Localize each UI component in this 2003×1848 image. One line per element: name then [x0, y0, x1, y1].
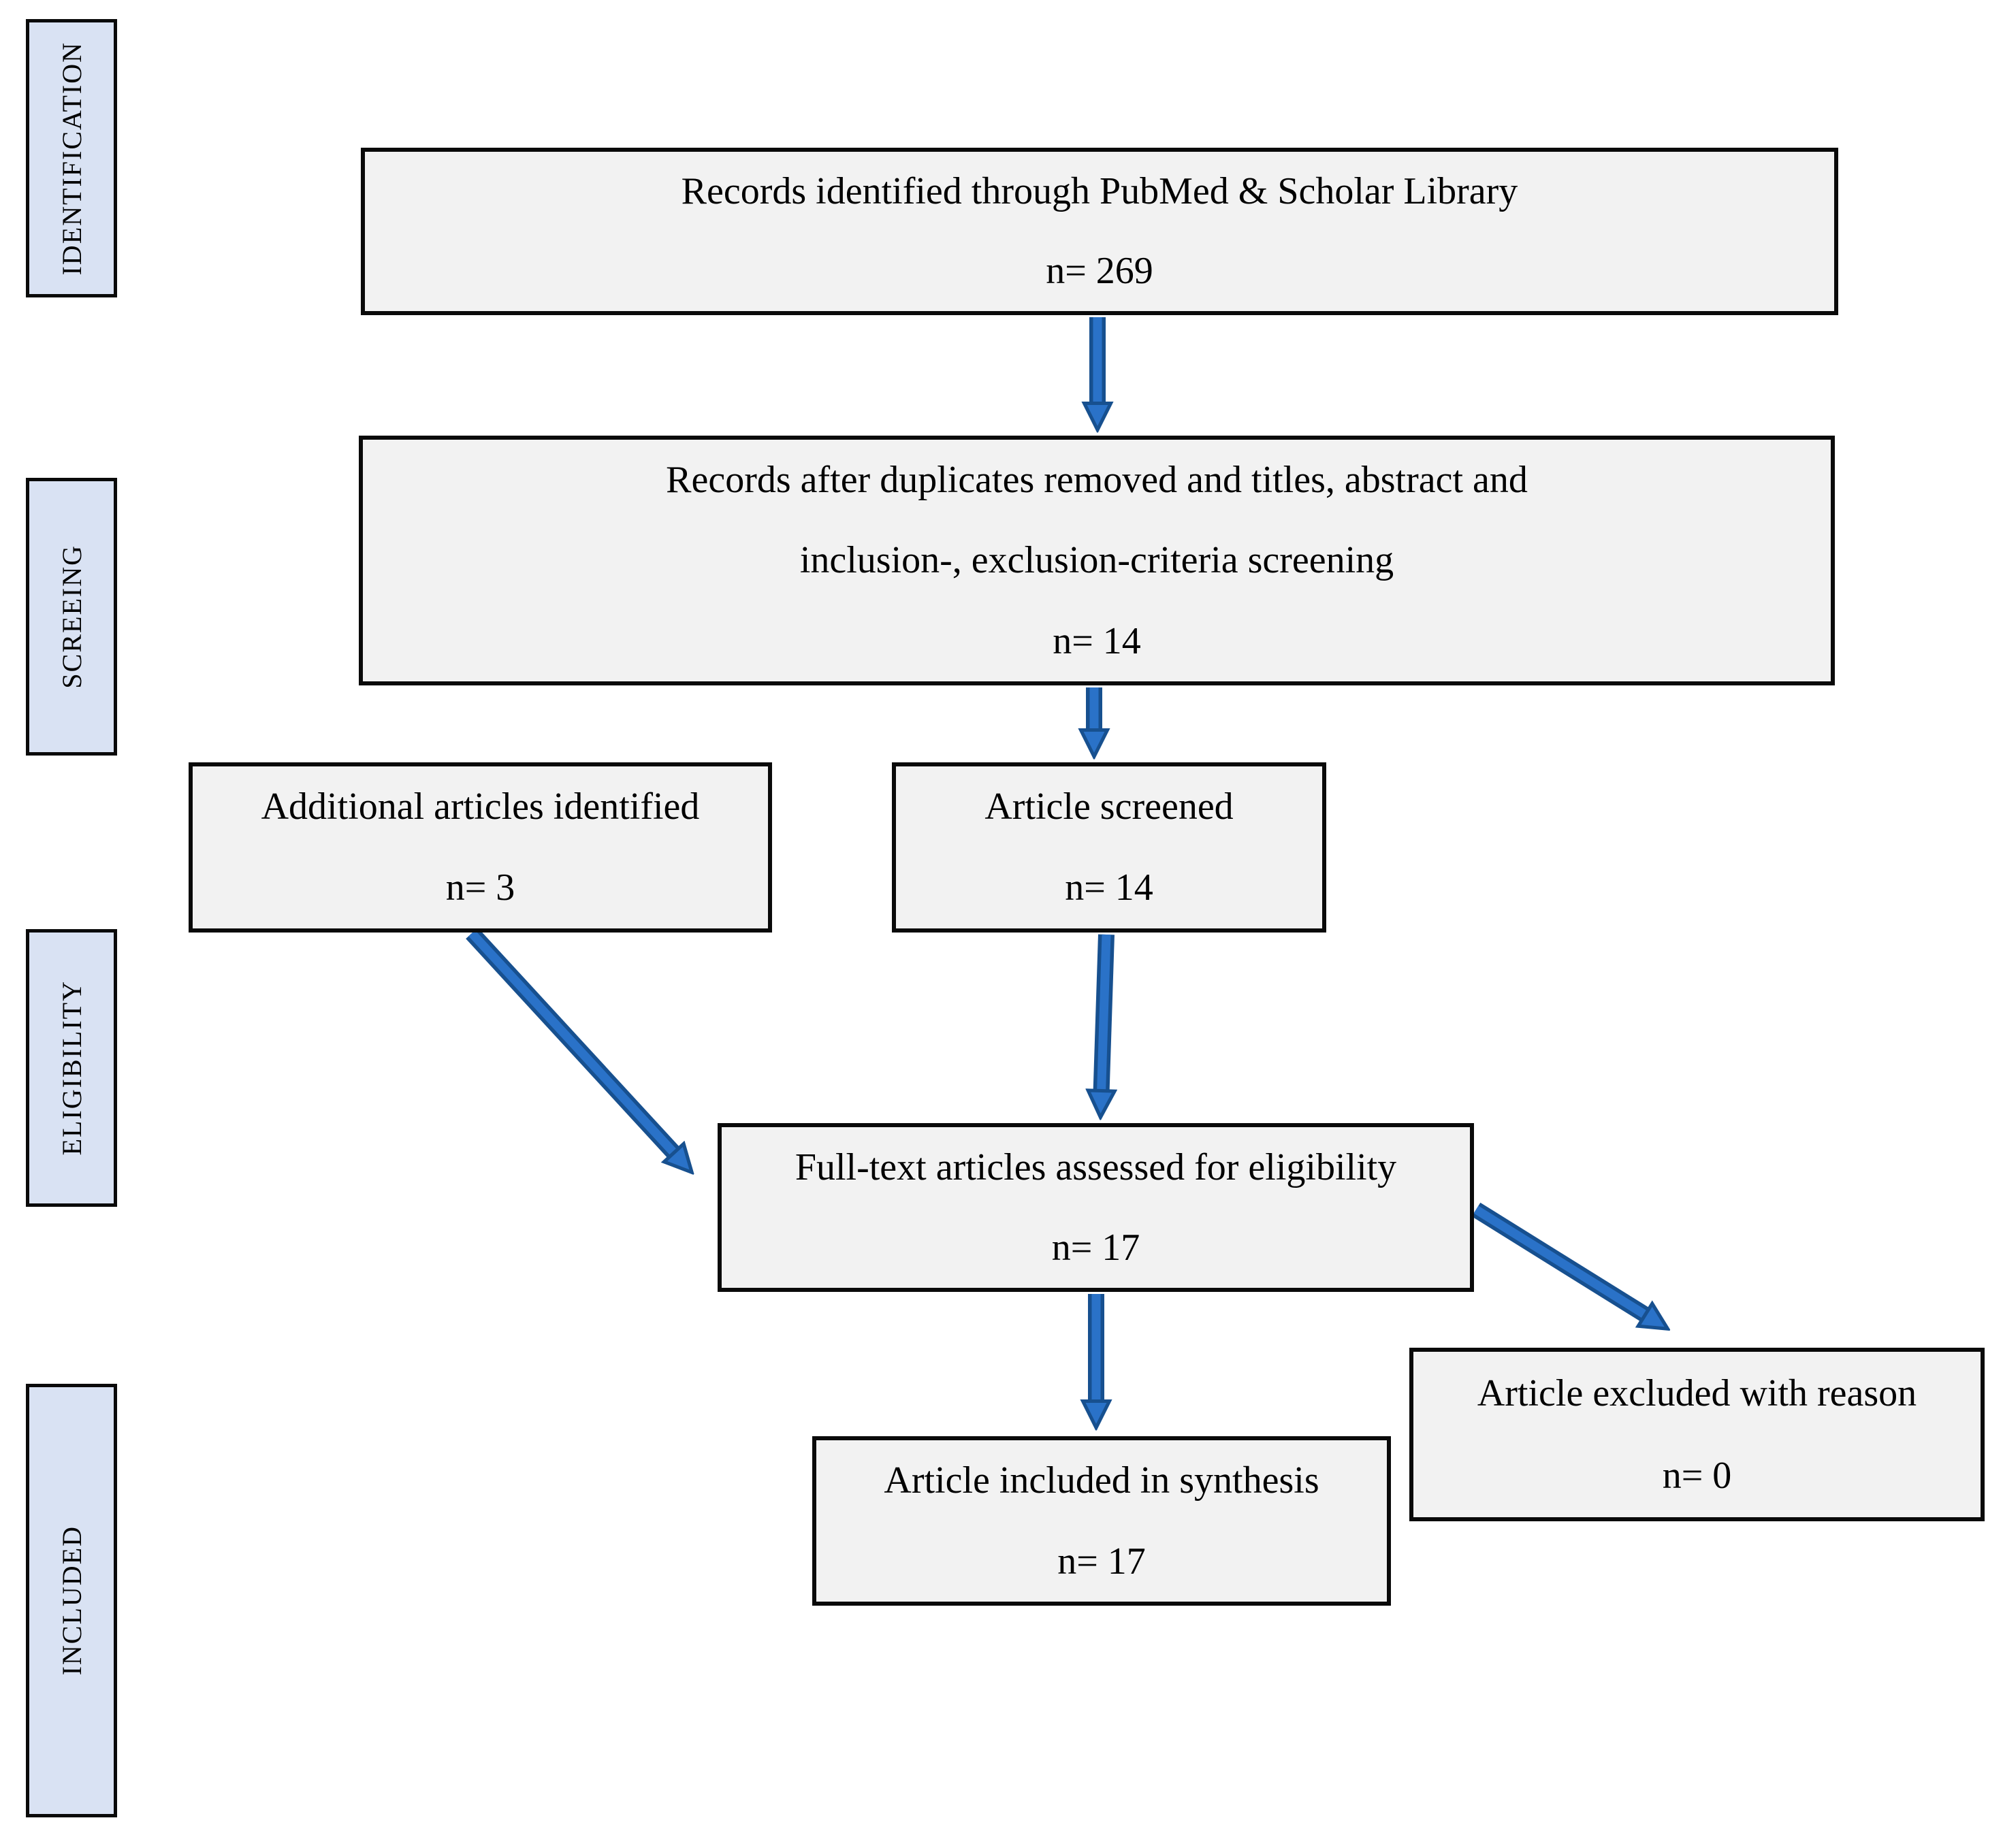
box-records-identified-text: Records identified through PubMed & Scho…: [681, 170, 1518, 213]
box-additional-articles-count: n= 3: [445, 866, 515, 909]
box-records-filtered-text-2: inclusion-, exclusion-criteria screening: [799, 539, 1394, 582]
box-records-identified-count: n= 269: [1046, 250, 1153, 293]
box-articles-screened-text: Article screened: [984, 785, 1234, 828]
box-additional-articles-text: Additional articles identified: [261, 785, 700, 828]
box-records-identified: Records identified through PubMed & Scho…: [361, 148, 1838, 315]
stage-included-label: INCLUDED: [56, 1525, 87, 1676]
stage-identification-label: IDENTIFICATION: [56, 41, 87, 276]
stage-eligibility-label: ELIGIBILITY: [56, 980, 87, 1156]
box-articles-excluded: Article excluded with reason n= 0: [1409, 1348, 1985, 1521]
box-articles-included: Article included in synthesis n= 17: [812, 1436, 1391, 1606]
box-additional-articles: Additional articles identified n= 3: [189, 762, 772, 933]
box-records-filtered: Records after duplicates removed and tit…: [359, 436, 1835, 685]
stage-screening-label: SCREEING: [56, 545, 87, 689]
box-fulltext-assessed-count: n= 17: [1051, 1226, 1140, 1269]
stage-screening: SCREEING: [26, 478, 117, 756]
box-records-filtered-count: n= 14: [1053, 619, 1141, 662]
arrow-fulltext-to-excluded: [1471, 1202, 1656, 1322]
stage-identification: IDENTIFICATION: [26, 19, 117, 297]
arrow-additional-to-fulltext: [466, 927, 683, 1163]
box-articles-excluded-text: Article excluded with reason: [1477, 1372, 1917, 1414]
stage-included: INCLUDED: [26, 1384, 117, 1817]
box-articles-included-count: n= 17: [1057, 1540, 1146, 1583]
box-articles-screened-count: n= 14: [1065, 866, 1153, 909]
box-articles-included-text: Article included in synthesis: [884, 1459, 1319, 1502]
box-articles-screened: Article screened n= 14: [892, 762, 1326, 933]
arrow-screened-to-fulltext: [1101, 934, 1106, 1104]
box-fulltext-assessed-text: Full-text articles assessed for eligibil…: [795, 1146, 1397, 1188]
box-records-filtered-text-1: Records after duplicates removed and tit…: [666, 458, 1528, 501]
stage-eligibility: ELIGIBILITY: [26, 929, 117, 1207]
box-articles-excluded-count: n= 0: [1662, 1455, 1732, 1497]
box-fulltext-assessed: Full-text articles assessed for eligibil…: [718, 1123, 1474, 1292]
